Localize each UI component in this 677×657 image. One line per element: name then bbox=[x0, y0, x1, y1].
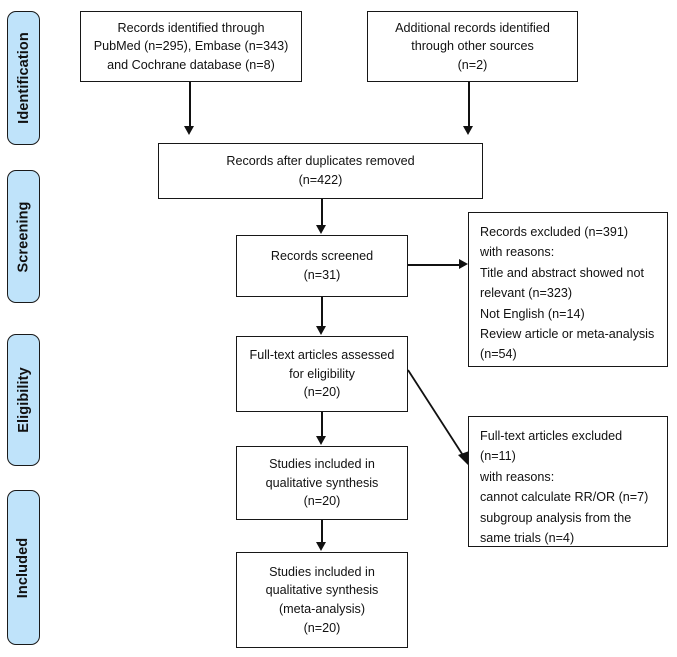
arrowhead-other-to-duplicates bbox=[463, 126, 473, 135]
box-fulltext-excluded: Full-text articles excluded (n=11) with … bbox=[468, 416, 668, 547]
box-fulltext-assessed: Full-text articles assessed for eligibil… bbox=[236, 336, 408, 412]
connector-screened-to-fulltext bbox=[321, 297, 323, 327]
box-qualitative-synthesis-text: Studies included in qualitative synthesi… bbox=[265, 457, 379, 509]
stage-tab-screening-label: Screening bbox=[15, 200, 32, 273]
arrowhead-fulltext-to-qualitative bbox=[316, 436, 326, 445]
box-records-after-duplicates: Records after duplicates removed (n=422) bbox=[158, 143, 483, 199]
stage-tab-included-label: Included bbox=[15, 537, 32, 598]
box-records-after-duplicates-text: Records after duplicates removed (n=422) bbox=[226, 154, 415, 187]
box-meta-analysis: Studies included in qualitative synthesi… bbox=[236, 552, 408, 648]
box-records-screened-text: Records screened (n=31) bbox=[270, 249, 374, 282]
stage-tab-identification-label: Identification bbox=[15, 32, 32, 124]
box-additional-records-other-sources-text: Additional records identified through ot… bbox=[395, 20, 550, 72]
arrowhead-screened-to-excluded bbox=[459, 259, 468, 269]
box-records-excluded-text: Records excluded (n=391) with reasons: T… bbox=[480, 225, 655, 362]
connector-other-to-duplicates bbox=[468, 82, 470, 127]
box-fulltext-excluded-text: Full-text articles excluded (n=11) with … bbox=[480, 429, 649, 545]
connector-databases-to-duplicates bbox=[189, 82, 191, 127]
arrowhead-qualitative-to-meta bbox=[316, 542, 326, 551]
box-additional-records-other-sources: Additional records identified through ot… bbox=[367, 11, 578, 82]
box-records-screened: Records screened (n=31) bbox=[236, 235, 408, 297]
box-records-identified-databases: Records identified through PubMed (n=295… bbox=[80, 11, 302, 82]
arrowhead-screened-to-fulltext bbox=[316, 326, 326, 335]
box-qualitative-synthesis: Studies included in qualitative synthesi… bbox=[236, 446, 408, 520]
arrowhead-databases-to-duplicates bbox=[184, 126, 194, 135]
connector-screened-to-excluded bbox=[408, 264, 460, 266]
stage-tab-screening: Screening bbox=[7, 170, 40, 303]
box-meta-analysis-text: Studies included in qualitative synthesi… bbox=[265, 564, 379, 635]
stage-tab-identification: Identification bbox=[7, 11, 40, 145]
box-fulltext-assessed-text: Full-text articles assessed for eligibil… bbox=[249, 348, 395, 400]
connector-duplicates-to-screened bbox=[321, 199, 323, 226]
connector-qualitative-to-meta bbox=[321, 520, 323, 543]
stage-tab-included: Included bbox=[7, 490, 40, 645]
stage-tab-eligibility: Eligibility bbox=[7, 334, 40, 466]
box-records-excluded: Records excluded (n=391) with reasons: T… bbox=[468, 212, 668, 367]
box-records-identified-databases-text: Records identified through PubMed (n=295… bbox=[93, 20, 289, 72]
diagonal-line bbox=[407, 369, 467, 461]
stage-tab-eligibility-label: Eligibility bbox=[15, 367, 32, 433]
connector-fulltext-to-qualitative bbox=[321, 412, 323, 437]
arrowhead-duplicates-to-screened bbox=[316, 225, 326, 234]
